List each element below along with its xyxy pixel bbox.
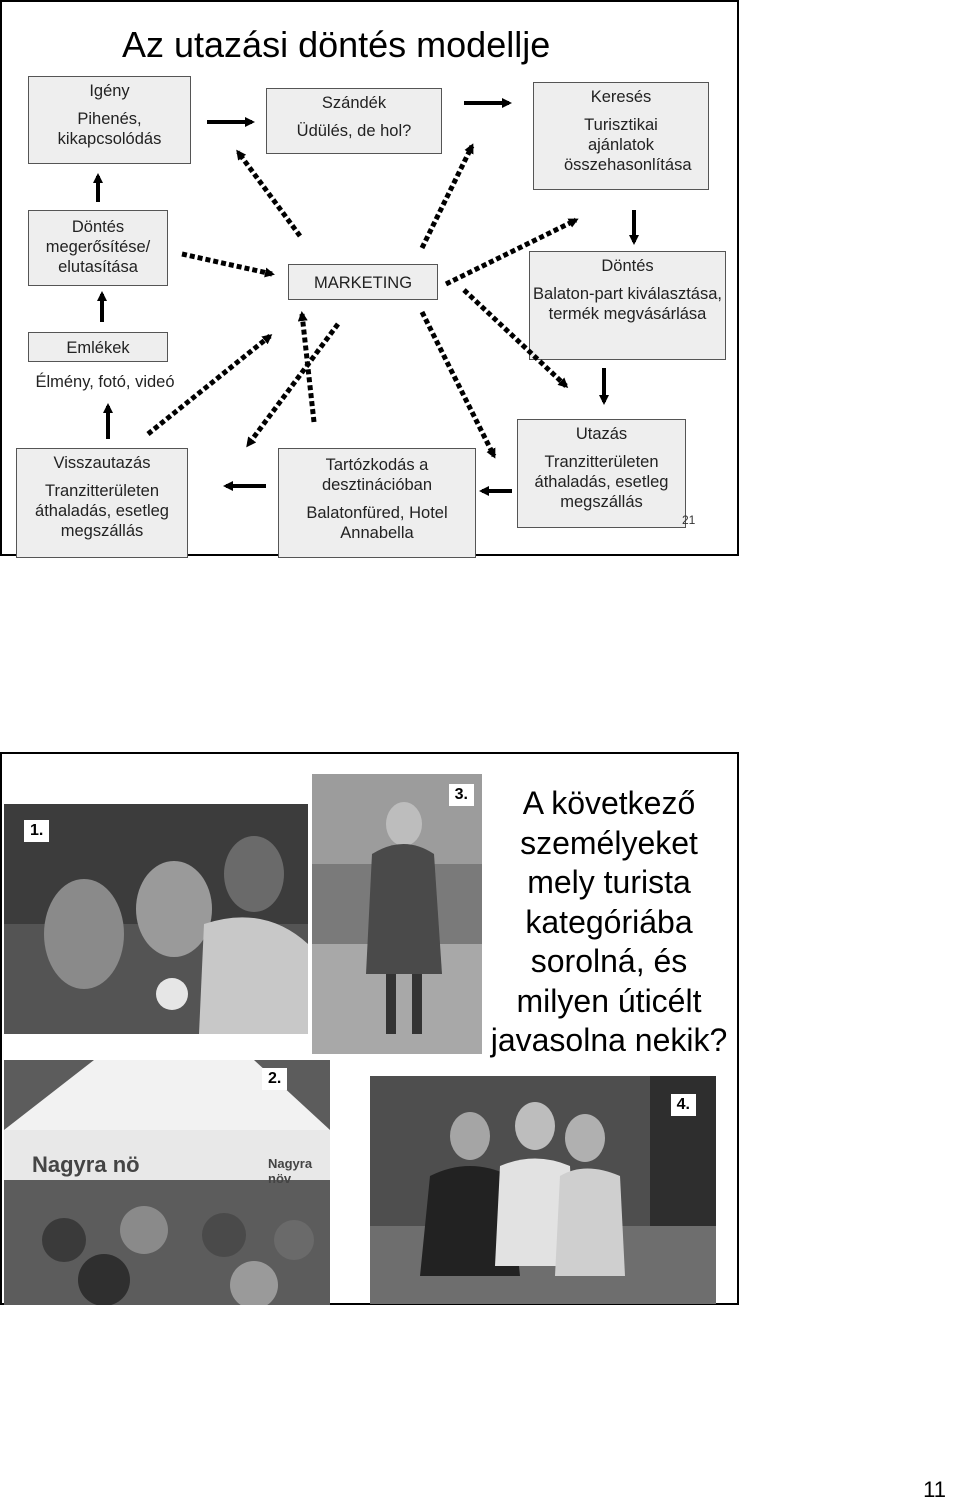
box-kereses-body: Turisztikai ajánlatok összehasonlítása [564, 116, 692, 174]
slide-title: Az utazási döntés modellje [122, 24, 551, 65]
box-kereses: Keresés Turisztikai ajánlatok összehason… [533, 82, 709, 190]
photo-3-image [312, 774, 482, 1054]
box-igeny-head: Igény [89, 82, 130, 100]
box-kereses-head: Keresés [590, 88, 652, 106]
photo-4: 4. [370, 1076, 716, 1304]
dash-marketing-tartozkodas [245, 322, 341, 448]
box-tartozkodas-body: Balatonfüred, Hotel Annabella [306, 504, 448, 542]
box-tartozkodas-head: Tartózkodás a desztinációban [321, 456, 433, 494]
dash-marketing-emlekek [146, 334, 273, 436]
dash-marketing-dontes [444, 217, 579, 287]
slide-tourist-photos: 1. 3. Nagyra nö Nagyra növ 2. [0, 752, 739, 1305]
photo-4-label: 4. [670, 1094, 696, 1116]
slide-decision-model: Az utazási döntés modellje Igény Pihenés… [0, 0, 739, 558]
flow-arrows [93, 98, 639, 496]
box-visszautazas-head: Visszautazás [53, 454, 151, 472]
slide-page-number: 21 [682, 513, 696, 527]
photo-2: Nagyra nö Nagyra növ 2. [4, 1060, 330, 1305]
photo-2-image [4, 1060, 330, 1305]
photo-1: 1. [4, 804, 308, 1034]
photo-3-label: 3. [448, 784, 474, 806]
box-megerosites-head: Döntés megerősítése/ elutasítása [45, 218, 151, 276]
photo-1-image [4, 804, 308, 1034]
box-marketing: MARKETING [288, 264, 438, 300]
box-megerosites: Döntés megerősítése/ elutasítása [28, 210, 168, 286]
box-utazas-body: Tranzitterületen áthaladás, esetleg megs… [534, 453, 669, 511]
box-igeny-body: Pihenés, kikapcsolódás [57, 110, 162, 148]
dash-marketing-megerosites [181, 251, 275, 278]
photo-2-label: 2. [262, 1068, 288, 1090]
dash-marketing-dontes-low [462, 288, 569, 389]
page-footer-number: 11 [923, 1477, 946, 1502]
box-visszautazas-body: Tranzitterületen áthaladás, esetleg megs… [35, 482, 169, 540]
box-tartozkodas: Tartózkodás a desztinációban Balatonfüre… [278, 448, 476, 558]
box-emlekek-head: Emlékek [66, 339, 130, 357]
box-dontes: Döntés Balaton-part kiválasztása, termék… [529, 251, 726, 360]
box-igeny: Igény Pihenés, kikapcsolódás [28, 76, 191, 164]
box-szandek: Szándék Üdülés, de hol? [266, 88, 442, 154]
box-utazas: Utazás Tranzitterületen áthaladás, esetl… [517, 419, 686, 528]
question-text: A következő személyeket mely turista kat… [490, 785, 728, 1058]
photo-4-image [370, 1076, 716, 1304]
photo-3: 3. [312, 774, 482, 1054]
box-dontes-body: Balaton-part kiválasztása, termék megvás… [533, 285, 722, 323]
dash-marketing-utazas [419, 310, 497, 459]
box-marketing-head: MARKETING [313, 274, 413, 292]
box-dontes-head: Döntés [601, 257, 654, 275]
box-visszautazas: Visszautazás Tranzitterületen áthaladás,… [16, 448, 188, 558]
box-szandek-head: Szándék [321, 94, 387, 112]
photo-2-banner-right: Nagyra növ [268, 1156, 313, 1186]
photo-2-banner: Nagyra nö [32, 1152, 140, 1177]
dash-marketing-szandek [235, 149, 303, 238]
box-emlekek: Emlékek [28, 332, 168, 362]
dash-marketing-kereses [419, 143, 475, 250]
photo-1-label: 1. [24, 820, 50, 842]
box-szandek-body: Üdülés, de hol? [296, 122, 412, 140]
box-emlekek-body: Élmény, fotó, videó [35, 373, 175, 391]
dash-marketing-up [297, 311, 317, 423]
box-utazas-head: Utazás [575, 425, 628, 443]
